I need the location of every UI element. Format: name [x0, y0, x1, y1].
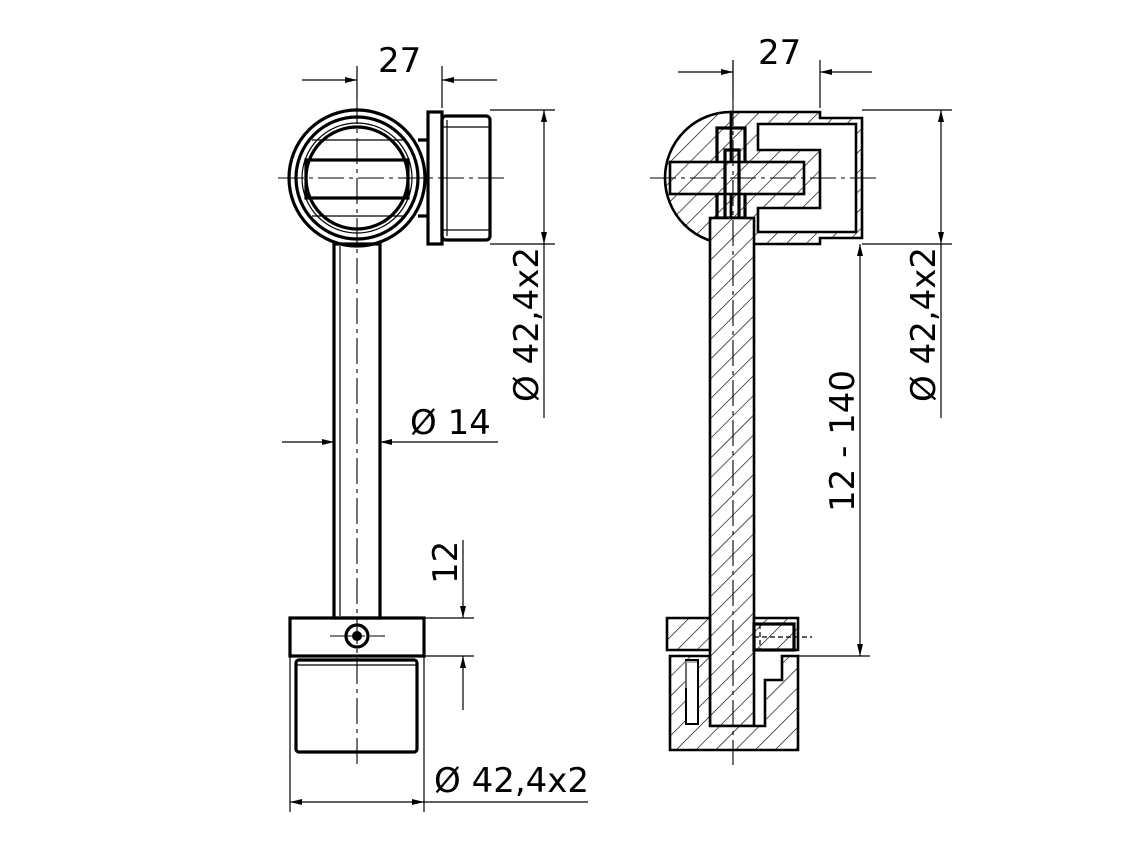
- length-range-label: 12 - 140: [823, 370, 863, 512]
- rod-diameter-label: Ø 14: [410, 403, 491, 443]
- right-head-cavity: [756, 122, 858, 234]
- right-top-width-label: 27: [758, 33, 801, 73]
- base-height-label: 12: [426, 541, 466, 584]
- right-base-cup-section: [668, 654, 800, 752]
- base-diameter-label: Ø 42,4x2: [434, 761, 589, 801]
- left-view: 27 Ø 42,4x2 Ø 14 12 Ø 42,4x2: [278, 41, 589, 812]
- right-rod-section: [708, 216, 756, 728]
- right-head-diameter-label: Ø 42,4x2: [904, 247, 944, 402]
- left-top-width-label: 27: [378, 41, 421, 81]
- right-view-section: 27 Ø 42,4x2 12 - 140: [650, 33, 952, 765]
- right-base-collar-section: [665, 616, 712, 652]
- left-head-diameter-label: Ø 42,4x2: [507, 247, 547, 402]
